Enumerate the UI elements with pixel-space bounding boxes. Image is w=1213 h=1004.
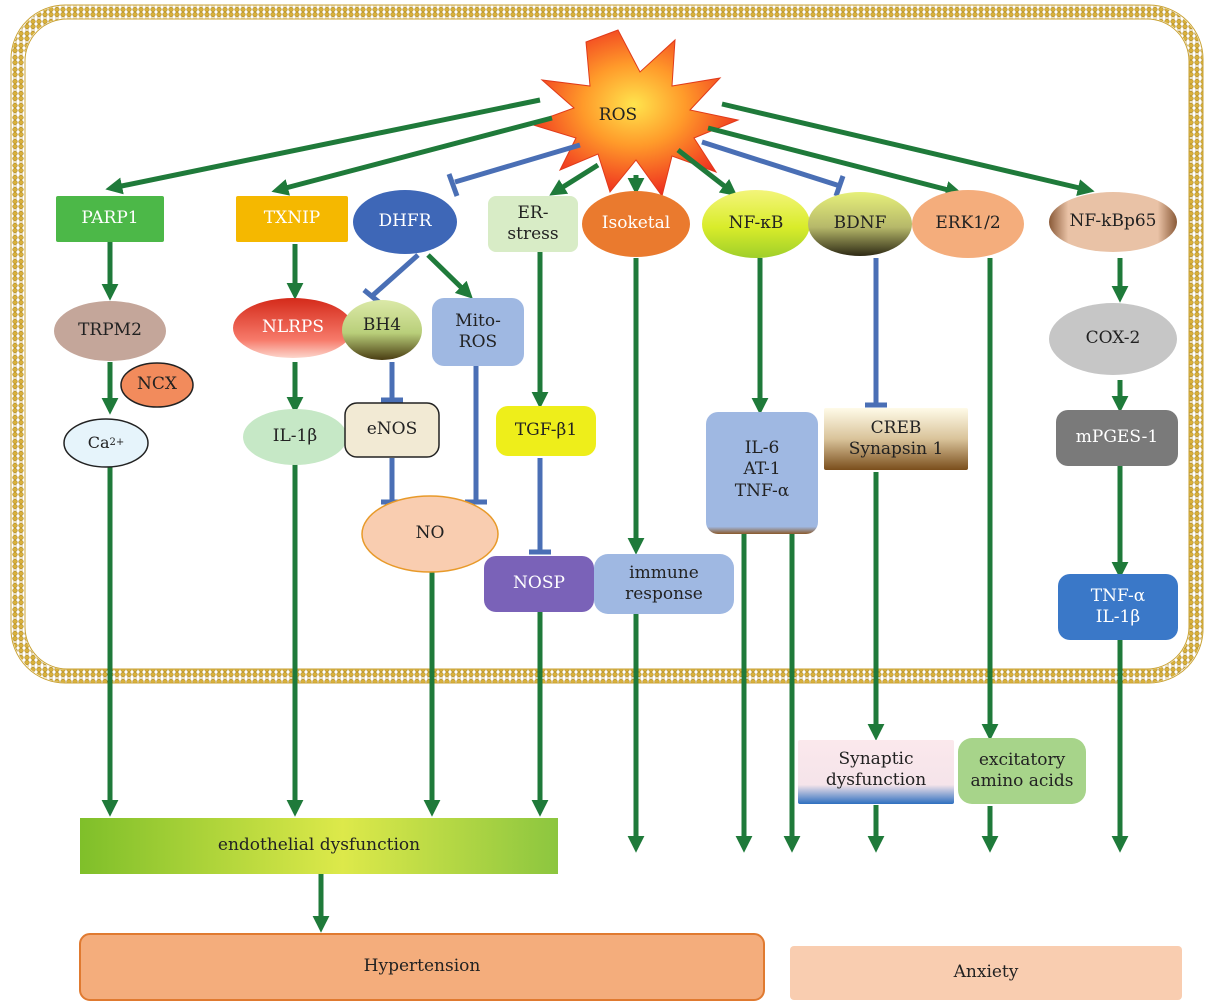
mito-ros-line1: Mito- xyxy=(455,310,501,331)
no-label: NO xyxy=(415,523,445,544)
no-node-shape xyxy=(361,495,499,573)
parp1-label: PARP1 xyxy=(81,208,139,229)
bdnf-node-shape xyxy=(808,192,912,256)
excitatory-amino-acids-label: excitatory amino acids xyxy=(958,738,1086,804)
immune-response-node-shape xyxy=(594,554,734,614)
anxiety-node-shape xyxy=(790,946,1182,1000)
immune-response-line2: response xyxy=(625,584,703,604)
ca-node-shape xyxy=(63,418,149,468)
immune-response-label: immune response xyxy=(594,554,734,614)
bh4-label: BH4 xyxy=(362,315,402,336)
synaptic-line2: dysfunction xyxy=(825,770,927,790)
il1b-label: IL-1β xyxy=(272,426,318,447)
ros-label: ROS xyxy=(598,105,638,126)
endothelial-dysfunction-node-shape xyxy=(80,818,558,874)
creb-line1: CREB xyxy=(870,417,922,438)
ncx-label: NCX xyxy=(137,374,177,395)
excitatory-amino-acids-node-shape xyxy=(958,738,1086,804)
mito-ros-line2: ROS xyxy=(458,332,498,352)
nlrps-node-shape xyxy=(233,298,353,358)
hypertension-label: Hypertension xyxy=(363,956,481,977)
cell-membrane xyxy=(11,5,1203,683)
creb-synapsin-node-shape xyxy=(824,408,968,470)
tnfa-il1b-line2: IL-1β xyxy=(1095,607,1141,627)
membrane-inner-edge xyxy=(24,18,1190,670)
excitatory-line1: excitatory xyxy=(978,749,1066,770)
il6-at1-tnfa-node-shape xyxy=(706,412,818,534)
parp1-node-shape xyxy=(56,196,164,242)
il6-line3: TNF-α xyxy=(734,480,790,501)
cox2-node-shape xyxy=(1049,303,1177,375)
anxiety-label: Anxiety xyxy=(953,962,1019,983)
synaptic-dysfunction-label: Synaptic dysfunction xyxy=(798,740,954,800)
er-stress-line1: ER- xyxy=(517,202,549,223)
nfkbp65-label: NF-kBp65 xyxy=(1069,211,1157,232)
creb-synapsin-label: CREB Synapsin 1 xyxy=(824,408,968,470)
synaptic-line1: Synaptic xyxy=(838,748,914,769)
hypertension-node-shape xyxy=(79,933,765,1001)
tgfb1-label: TGF-β1 xyxy=(514,420,578,441)
erk-label: ERK1/2 xyxy=(935,213,1001,234)
enos-label: eNOS xyxy=(366,419,418,440)
membrane-outer-edge xyxy=(10,4,1204,684)
bdnf-label: BDNF xyxy=(833,213,887,234)
nfkb-node-shape xyxy=(702,190,810,258)
mito-ros-node-shape xyxy=(432,298,524,366)
trpm2-label: TRPM2 xyxy=(78,320,142,341)
mpges1-node-shape xyxy=(1056,410,1178,466)
il6-line1: IL-6 xyxy=(744,438,780,459)
erk-node-shape xyxy=(912,190,1024,258)
excitatory-line2: amino acids xyxy=(970,771,1074,791)
nosp-node-shape xyxy=(484,556,594,612)
nfkb-label: NF-κB xyxy=(728,213,784,234)
er-stress-label: ER- stress xyxy=(488,196,578,252)
txnip-label: TXNIP xyxy=(263,208,321,229)
il1b-node-shape xyxy=(243,409,347,465)
il6-at1-tnfa-label: IL-6 AT-1 TNF-α xyxy=(706,412,818,528)
tnfa-il1b-node-shape xyxy=(1058,574,1178,640)
il6-line2: AT-1 xyxy=(743,459,781,480)
mpges1-label: mPGES-1 xyxy=(1075,427,1159,448)
isoketal-label: Isoketal xyxy=(601,213,671,234)
activation-arrows xyxy=(101,97,1129,933)
tnfa-il1b-line1: TNF-α xyxy=(1090,585,1146,606)
creb-line2: Synapsin 1 xyxy=(848,439,944,459)
bh4-node-shape xyxy=(342,300,422,360)
synaptic-dysfunction-node-shape xyxy=(798,740,954,804)
endothelial-dysfunction-label: endothelial dysfunction xyxy=(217,835,421,856)
nfkbp65-node-shape xyxy=(1049,192,1177,252)
er-stress-node-shape xyxy=(488,196,578,252)
ca-superscript: 2+ xyxy=(109,436,125,448)
isoketal-node-shape xyxy=(582,191,690,257)
mito-ros-label: Mito- ROS xyxy=(432,298,524,366)
enos-node-shape xyxy=(344,402,440,458)
txnip-node-shape xyxy=(236,196,348,242)
ca-text: Ca xyxy=(87,433,110,452)
nlrps-label: NLRPS xyxy=(261,317,325,338)
er-stress-line2: stress xyxy=(507,224,559,244)
tnfa-il1b-label: TNF-α IL-1β xyxy=(1058,574,1178,640)
nosp-label: NOSP xyxy=(513,573,565,594)
cox2-label: COX-2 xyxy=(1085,328,1141,349)
tgfb1-node-shape xyxy=(496,406,596,456)
immune-response-line1: immune xyxy=(629,562,699,583)
trpm2-node-shape xyxy=(54,301,166,361)
ncx-node-shape xyxy=(120,362,194,408)
dhfr-node-shape xyxy=(353,190,457,254)
dhfr-label: DHFR xyxy=(378,211,432,232)
